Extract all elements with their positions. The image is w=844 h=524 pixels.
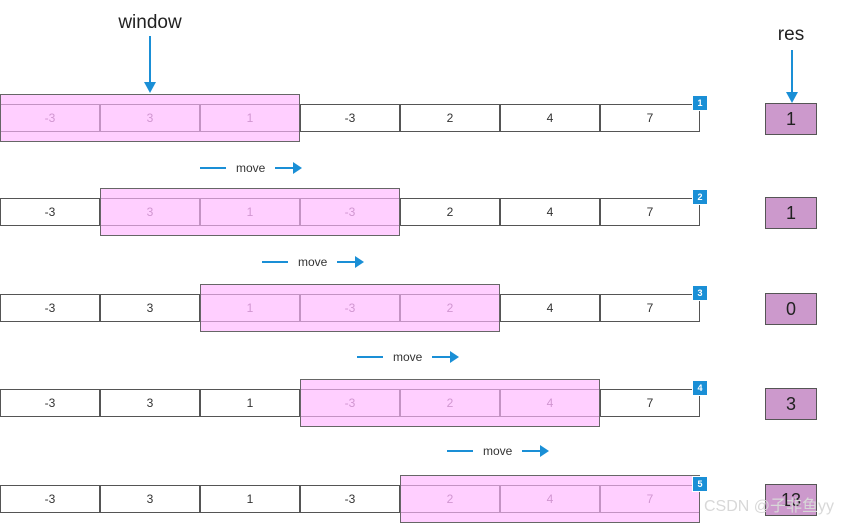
array-cell: 4 bbox=[500, 198, 600, 226]
move-line-icon bbox=[262, 261, 288, 263]
res-value: 3 bbox=[765, 388, 817, 420]
array-cell: 7 bbox=[600, 389, 700, 417]
step-badge: 5 bbox=[692, 476, 708, 492]
right-arrow-icon bbox=[432, 351, 460, 363]
res-value: 0 bbox=[765, 293, 817, 325]
array-cell: -3 bbox=[0, 198, 100, 226]
move-arrow: move bbox=[357, 349, 460, 365]
sliding-window bbox=[400, 475, 700, 523]
array-cell: 1 bbox=[200, 485, 300, 513]
array-cell: -3 bbox=[300, 485, 400, 513]
move-label: move bbox=[393, 350, 423, 364]
array-cell: 4 bbox=[500, 294, 600, 322]
step-badge: 4 bbox=[692, 380, 708, 396]
res-value: 1 bbox=[765, 103, 817, 135]
array-cell: 7 bbox=[600, 198, 700, 226]
watermark: CSDN @子非鱼yy bbox=[703, 498, 834, 515]
array-cell: -3 bbox=[0, 294, 100, 322]
move-arrow: move bbox=[262, 254, 365, 270]
sliding-window bbox=[200, 284, 500, 332]
move-label: move bbox=[483, 444, 513, 458]
array-cell: 4 bbox=[500, 104, 600, 132]
right-arrow-icon bbox=[275, 162, 303, 174]
array-cell: 1 bbox=[200, 389, 300, 417]
array-cell: 2 bbox=[400, 198, 500, 226]
move-label: move bbox=[236, 161, 266, 175]
res-label: res bbox=[777, 24, 805, 45]
window-label: window bbox=[118, 12, 182, 33]
array-cell: 3 bbox=[100, 389, 200, 417]
window-arrow-icon bbox=[144, 36, 156, 93]
array-cell: 2 bbox=[400, 104, 500, 132]
sliding-window bbox=[100, 188, 400, 236]
array-cell: -3 bbox=[0, 389, 100, 417]
move-line-icon bbox=[200, 167, 226, 169]
move-line-icon bbox=[357, 356, 383, 358]
step-badge: 2 bbox=[692, 189, 708, 205]
res-value: 1 bbox=[765, 197, 817, 229]
array-cell: 3 bbox=[100, 485, 200, 513]
sliding-window bbox=[0, 94, 300, 142]
step-badge: 3 bbox=[692, 285, 708, 301]
move-arrow: move bbox=[447, 443, 550, 459]
step-badge: 1 bbox=[692, 95, 708, 111]
array-cell: 7 bbox=[600, 294, 700, 322]
array-cell: 3 bbox=[100, 294, 200, 322]
sliding-window bbox=[300, 379, 600, 427]
move-arrow: move bbox=[200, 160, 303, 176]
right-arrow-icon bbox=[337, 256, 365, 268]
right-arrow-icon bbox=[522, 445, 550, 457]
array-cell: -3 bbox=[0, 485, 100, 513]
move-label: move bbox=[298, 255, 328, 269]
array-cell: 7 bbox=[600, 104, 700, 132]
res-arrow-icon bbox=[786, 50, 798, 103]
array-cell: -3 bbox=[300, 104, 400, 132]
res-value: 13 bbox=[765, 484, 817, 516]
move-line-icon bbox=[447, 450, 473, 452]
